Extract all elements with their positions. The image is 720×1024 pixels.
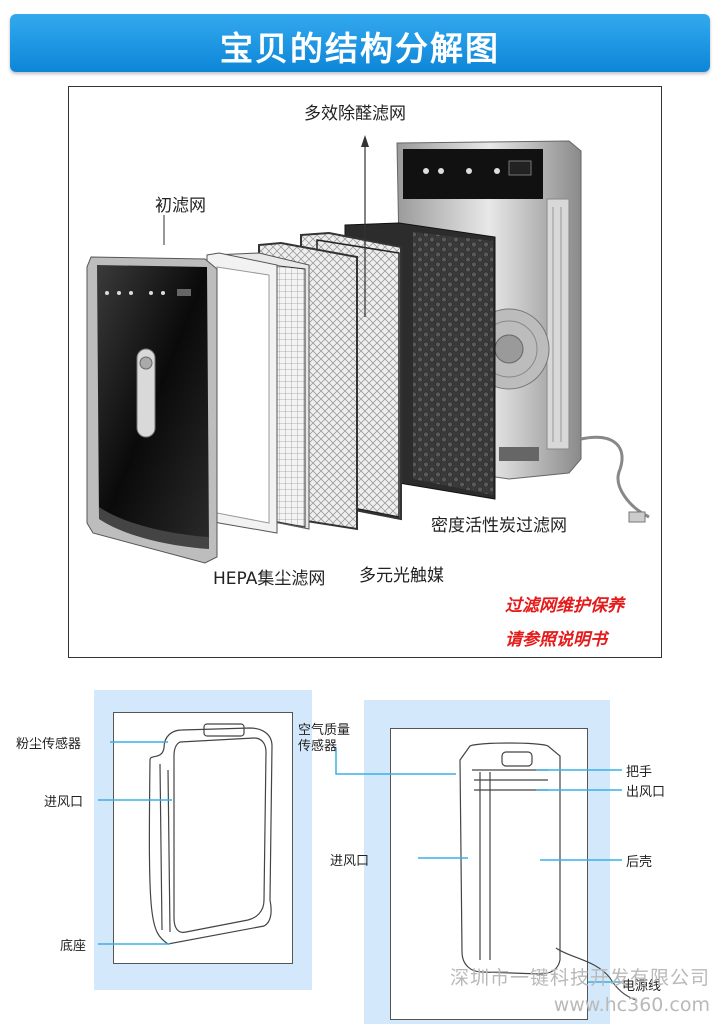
label-air-outlet: 出风口 [626, 785, 666, 800]
leader-lines [98, 741, 622, 983]
rear-unit-drawing [459, 742, 637, 1001]
label-air-quality-sensor-1: 空气质量 [298, 723, 351, 738]
exploded-view-illustration [86, 135, 650, 564]
front-unit-drawing [148, 723, 273, 945]
page-title: 宝贝的结构分解图 [220, 29, 500, 68]
maintenance-note-line2: 请参照说明书 [505, 630, 607, 650]
unit-line-drawings [98, 723, 637, 1001]
watermark-site: www.hc360.com [553, 994, 710, 1016]
label-front-air-inlet: 进风口 [44, 795, 84, 810]
label-handle: 把手 [626, 765, 653, 780]
label-power-cord: 电源线 [622, 979, 662, 994]
label-carbon-filter: 密度活性炭过滤网 [431, 516, 567, 536]
title-banner: 宝贝的结构分解图 [10, 14, 710, 72]
front-panel [86, 256, 218, 564]
front-view-frame [113, 712, 293, 964]
label-pre-filter: 初滤网 [155, 196, 206, 216]
rear-view-frame [390, 728, 588, 1020]
maintenance-note-line1: 过滤网维护保养 [505, 596, 624, 616]
watermark-company: 深圳市一键科技开发有限公司 [449, 967, 710, 989]
exploded-view-panel: 多效除醛滤网 初滤网 HEPA集尘滤网 多元光触媒 密度活性炭过滤网 过滤网维护… [68, 86, 662, 658]
label-rear-air-inlet: 进风口 [330, 854, 370, 869]
label-hepa-filter: HEPA集尘滤网 [213, 569, 326, 589]
label-air-quality-sensor-2: 传感器 [298, 739, 338, 754]
label-photocatalyst: 多元光触媒 [359, 566, 444, 586]
pre-filter [206, 252, 278, 534]
label-dust-sensor: 粉尘传感器 [16, 737, 82, 752]
label-base: 底座 [60, 939, 87, 954]
label-rear-shell: 后壳 [626, 855, 653, 870]
label-formaldehyde-filter: 多效除醛滤网 [304, 104, 406, 124]
